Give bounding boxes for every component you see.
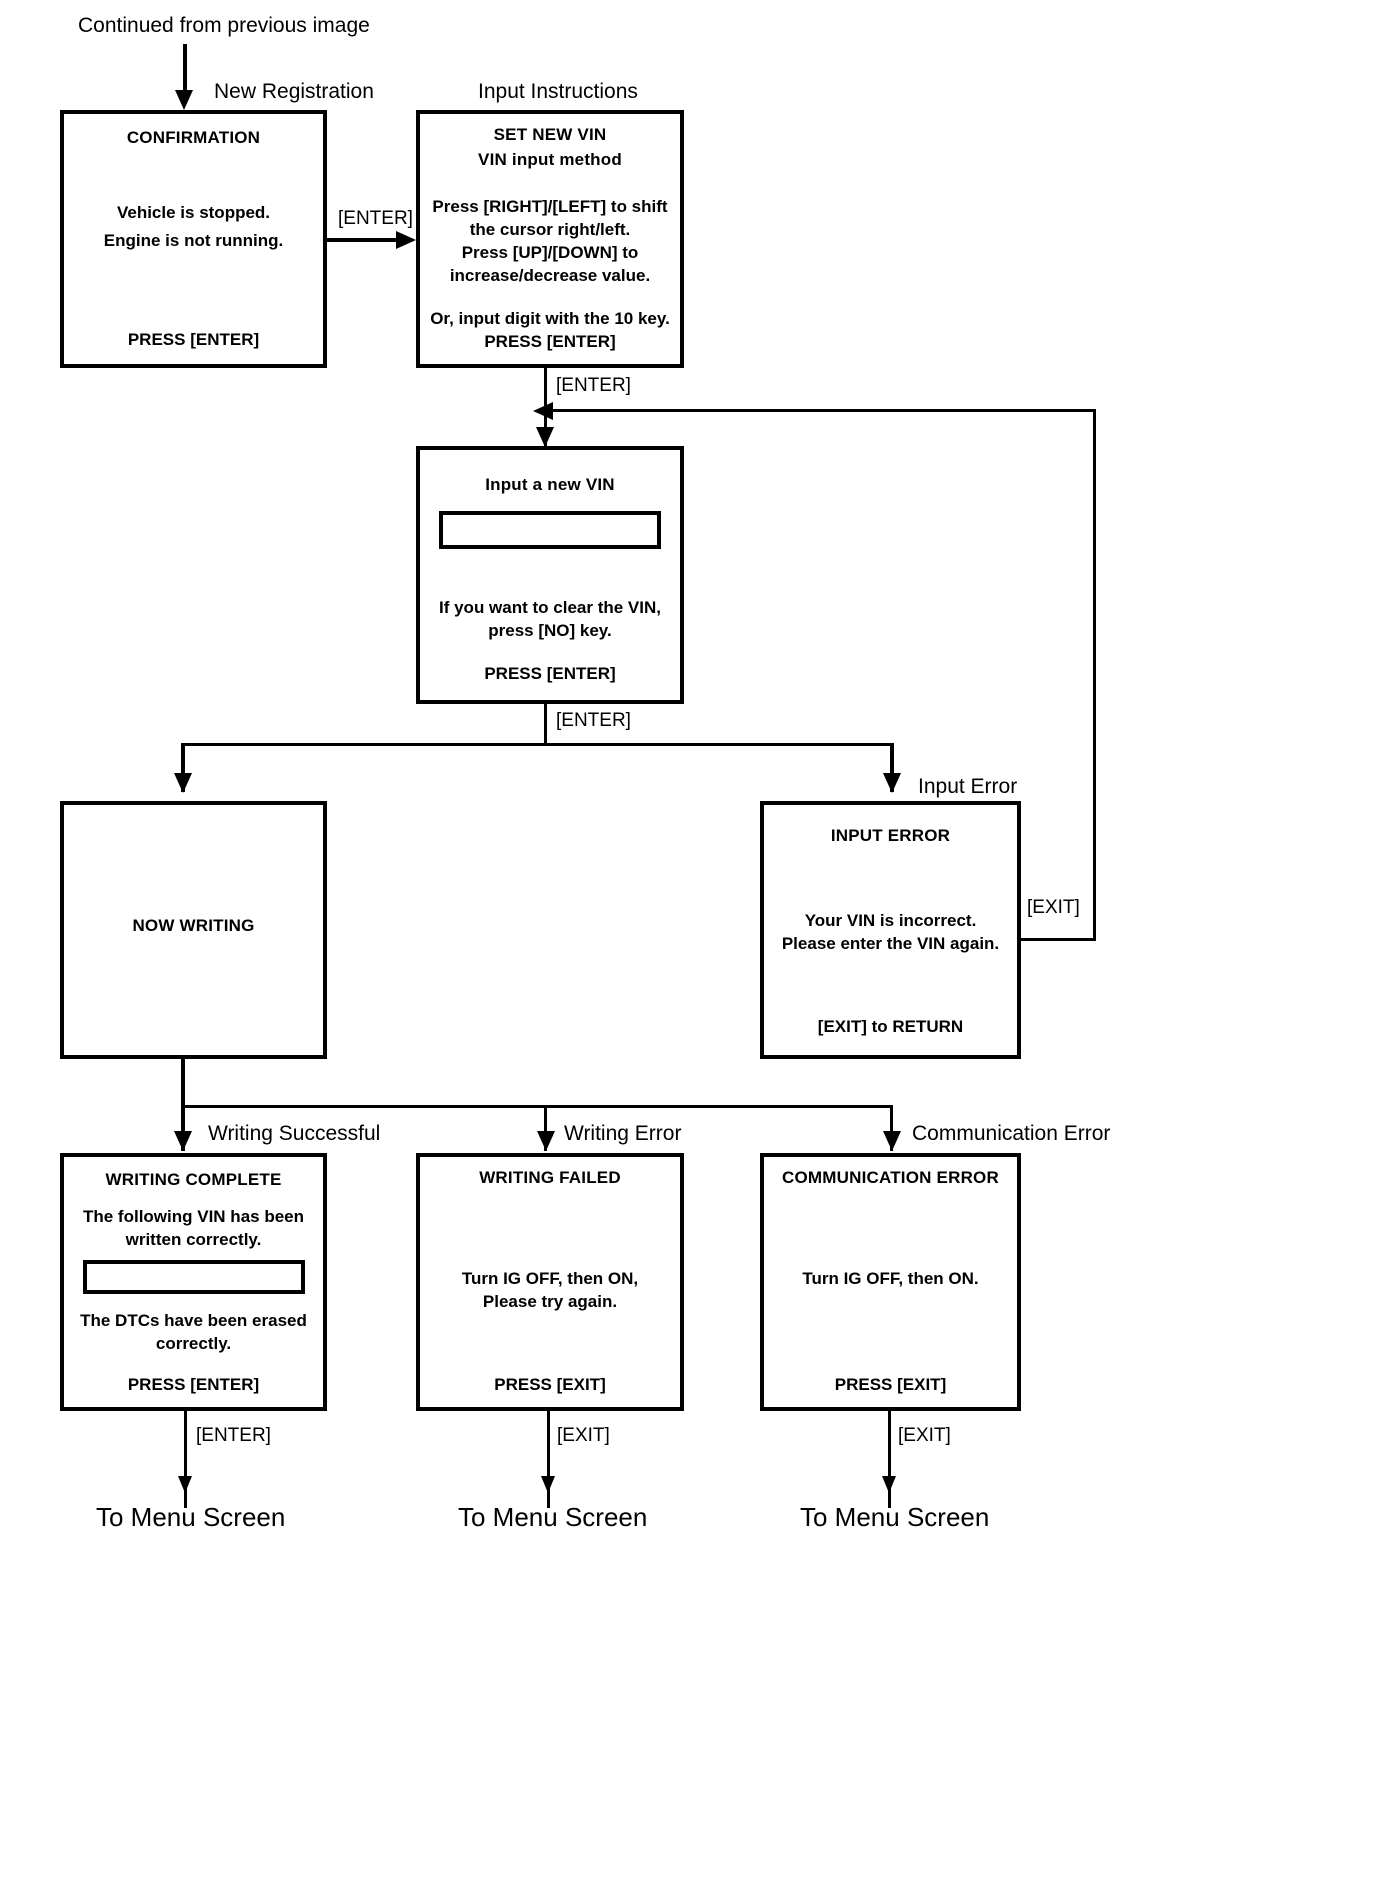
writing-complete-line-2: written correctly.: [125, 1229, 262, 1249]
connector-inputvin-branch-bus: [181, 743, 893, 746]
arrowhead-to-writing-complete: [174, 1131, 192, 1151]
writing-complete-footer: PRESS [ENTER]: [127, 1375, 260, 1395]
communication-error-footer: PRESS [EXIT]: [834, 1375, 947, 1395]
writing-failed-title: WRITING FAILED: [479, 1168, 621, 1187]
arrowhead-intro-to-confirmation: [175, 90, 193, 110]
arrowhead-to-writing-failed: [537, 1131, 555, 1151]
annotation-writing-error: Writing Error: [564, 1122, 682, 1145]
now-writing-title: NOW WRITING: [132, 916, 255, 935]
edge-label-exit-menu-1: [EXIT]: [557, 1425, 610, 1446]
connector-branch-to-writing-failed: [544, 1105, 547, 1151]
connector-intro-to-confirmation: [183, 44, 187, 94]
arrowhead-setvin-to-inputvin: [536, 427, 554, 447]
set-new-vin-title-2: VIN input method: [478, 149, 622, 169]
connector-branch-to-communication-error: [890, 1105, 893, 1151]
annotation-writing-successful: Writing Successful: [208, 1122, 381, 1145]
continued-from-previous-label: Continued from previous image: [78, 14, 370, 37]
communication-error-title: COMMUNICATION ERROR: [782, 1168, 999, 1187]
edge-label-exit-loop: [EXIT]: [1027, 897, 1080, 918]
connector-branch-to-input-error: [890, 743, 894, 792]
input-a-new-vin-line-1: If you want to clear the VIN,: [439, 597, 661, 617]
box-input-error: INPUT ERROR Your VIN is incorrect. Pleas…: [760, 801, 1021, 1059]
box-input-a-new-vin: Input a new VIN If you want to clear the…: [416, 446, 684, 704]
input-error-line-1: Your VIN is incorrect.: [804, 910, 977, 930]
connector-confirmation-to-setvin: [327, 238, 411, 242]
arrowhead-writing-complete-to-menu: [178, 1476, 192, 1493]
set-new-vin-title-1: SET NEW VIN: [493, 125, 607, 144]
writing-complete-line-1: The following VIN has been: [82, 1206, 305, 1226]
input-error-line-2: Please enter the VIN again.: [781, 933, 1000, 953]
arrowhead-to-communication-error: [883, 1131, 901, 1151]
box-confirmation: CONFIRMATION Vehicle is stopped. Engine …: [60, 110, 327, 368]
annotation-communication-error: Communication Error: [912, 1122, 1111, 1145]
box-communication-error: COMMUNICATION ERROR Turn IG OFF, then ON…: [760, 1153, 1021, 1411]
connector-communication-error-to-menu: [888, 1411, 891, 1508]
arrowhead-communication-error-to-menu: [882, 1476, 896, 1493]
edge-label-enter-1: [ENTER]: [338, 208, 413, 229]
writing-failed-footer: PRESS [EXIT]: [494, 1375, 606, 1395]
connector-now-writing-branch-bus: [181, 1105, 893, 1108]
annotation-new-registration: New Registration: [214, 80, 374, 103]
connector-branch-to-now-writing: [181, 743, 185, 792]
input-error-footer: [EXIT] to RETURN: [817, 1017, 964, 1037]
annotation-input-instructions: Input Instructions: [478, 80, 638, 103]
writing-complete-line-3: The DTCs have been erased: [80, 1310, 307, 1330]
box-writing-complete: WRITING COMPLETE The following VIN has b…: [60, 1153, 327, 1411]
arrowhead-branch-to-input-error: [883, 773, 901, 793]
edge-label-enter-menu: [ENTER]: [196, 1425, 271, 1446]
writing-failed-line-2: Please try again.: [482, 1291, 618, 1311]
loop-line-horizontal-bottom: [1021, 938, 1096, 941]
input-error-title: INPUT ERROR: [830, 826, 951, 845]
writing-complete-vin-field: [82, 1259, 305, 1294]
loop-line-vertical-right: [1093, 409, 1096, 940]
confirmation-line-2: Engine is not running.: [103, 230, 284, 250]
communication-error-line-1: Turn IG OFF, then ON.: [802, 1268, 979, 1288]
writing-complete-title: WRITING COMPLETE: [105, 1170, 282, 1189]
confirmation-title: CONFIRMATION: [126, 128, 261, 147]
box-set-new-vin: SET NEW VIN VIN input method Press [RIGH…: [416, 110, 684, 368]
loop-line-horizontal-top: [548, 409, 1096, 412]
input-a-new-vin-line-2: press [NO] key.: [488, 620, 612, 640]
connector-inputvin-down: [544, 704, 547, 745]
set-new-vin-line-2: the cursor right/left.: [469, 219, 631, 239]
edge-label-enter-2: [ENTER]: [556, 375, 631, 396]
set-new-vin-line-3: Press [UP]/[DOWN] to: [461, 242, 639, 262]
annotation-input-error: Input Error: [918, 775, 1018, 798]
arrowhead-confirmation-to-setvin: [396, 231, 416, 249]
connector-writing-complete-to-menu: [184, 1411, 187, 1508]
arrowhead-branch-to-now-writing: [174, 773, 192, 793]
arrowhead-loop-return: [533, 402, 553, 420]
connector-writing-failed-to-menu: [547, 1411, 550, 1508]
set-new-vin-line-1: Press [RIGHT]/[LEFT] to shift: [432, 196, 668, 216]
confirmation-line-1: Vehicle is stopped.: [116, 202, 271, 222]
terminal-to-menu-screen-2: To Menu Screen: [458, 1502, 648, 1532]
vin-input-field[interactable]: [439, 510, 661, 549]
writing-failed-line-1: Turn IG OFF, then ON,: [461, 1268, 639, 1288]
box-writing-failed: WRITING FAILED Turn IG OFF, then ON, Ple…: [416, 1153, 684, 1411]
input-a-new-vin-title: Input a new VIN: [485, 475, 615, 494]
set-new-vin-footer: PRESS [ENTER]: [484, 332, 616, 352]
box-now-writing: NOW WRITING: [60, 801, 327, 1059]
edge-label-exit-menu-2: [EXIT]: [898, 1425, 951, 1446]
writing-complete-line-4: correctly.: [155, 1333, 232, 1353]
input-a-new-vin-footer: PRESS [ENTER]: [484, 664, 616, 684]
arrowhead-writing-failed-to-menu: [541, 1476, 555, 1493]
confirmation-footer: PRESS [ENTER]: [127, 330, 260, 350]
set-new-vin-line-5: Or, input digit with the 10 key.: [430, 308, 670, 328]
terminal-to-menu-screen-3: To Menu Screen: [800, 1502, 990, 1532]
edge-label-enter-3: [ENTER]: [556, 710, 631, 731]
set-new-vin-line-4: increase/decrease value.: [449, 265, 651, 285]
terminal-to-menu-screen-1: To Menu Screen: [96, 1502, 286, 1532]
